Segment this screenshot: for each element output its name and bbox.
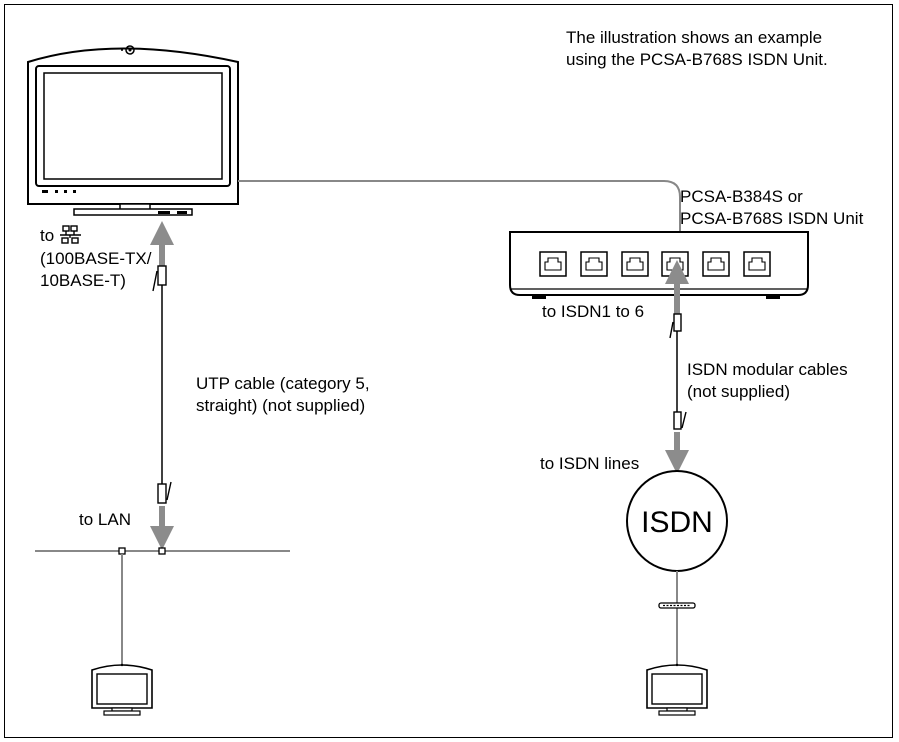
- remote-display-isdn-icon: [646, 663, 708, 716]
- lan-port-label-line-3: 10BASE-T): [40, 271, 126, 290]
- main-display-icon: [27, 45, 239, 216]
- utp-cable-bottom-connector: [157, 481, 172, 504]
- isdn-cables-label-line-2: (not supplied): [687, 382, 790, 401]
- network-port-icon: [60, 225, 81, 244]
- isdn-port-label: to ISDN1 to 6: [542, 302, 644, 321]
- isdn-cable-top-connector: [669, 313, 682, 339]
- utp-cable-label-line-1: UTP cable (category 5,: [196, 374, 370, 393]
- isdn-terminal-adapter-icon: [658, 602, 696, 609]
- isdn-network-label: ISDN: [641, 506, 713, 539]
- note-line-1: The illustration shows an example: [566, 28, 822, 47]
- isdn-cables-label-line-1: ISDN modular cables: [687, 360, 848, 379]
- lan-tap-node: [158, 547, 166, 555]
- to-isdn-lines-label: to ISDN lines: [540, 454, 639, 473]
- remote-display-lan-icon: [91, 663, 153, 716]
- lan-port-label-prefix: to: [40, 226, 54, 245]
- utp-cable-label-line-2: straight) (not supplied): [196, 396, 365, 415]
- utp-cable-top-connector: [152, 265, 167, 292]
- display-to-isdn-unit-line: [238, 180, 681, 232]
- to-lan-label: to LAN: [79, 510, 131, 529]
- isdn-cable-bottom-connector: [673, 411, 687, 430]
- isdn-unit-device-icon: [509, 231, 809, 299]
- lan-tap-node: [118, 547, 126, 555]
- isdn-unit-label-line-2: PCSA-B768S ISDN Unit: [680, 209, 864, 228]
- note-line-2: using the PCSA-B768S ISDN Unit.: [566, 50, 828, 69]
- isdn-unit-label-line-1: PCSA-B384S or: [680, 187, 803, 206]
- lan-port-label-line-2: (100BASE-TX/: [40, 249, 152, 268]
